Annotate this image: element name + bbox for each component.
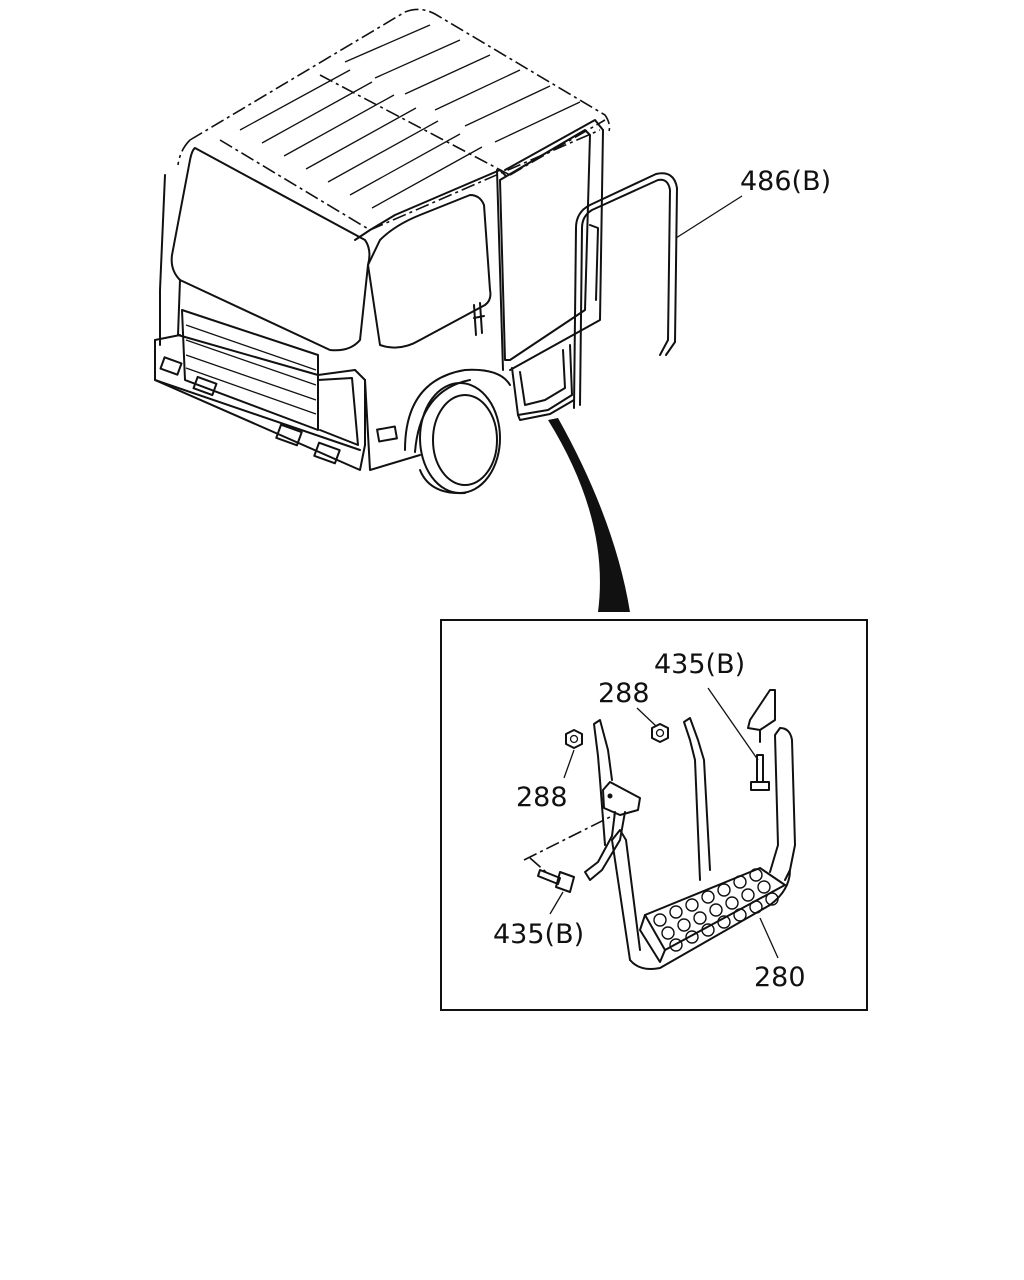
callout-288-upper: 288: [598, 678, 650, 709]
truck-cab-illustration: [154, 8, 611, 495]
detail-pointer: [548, 418, 630, 612]
detail-inset-frame: [440, 619, 868, 1011]
callout-435b-upper: 435(B): [654, 649, 745, 680]
tread-holes: [653, 868, 779, 952]
detail-leader-lines: [549, 687, 779, 959]
bolt-lower-icon: [537, 869, 575, 893]
leader-line-486: [675, 195, 743, 239]
nut-left-icon: [565, 729, 583, 749]
nut-upper-icon: [651, 723, 669, 743]
callout-486b: 486(B): [740, 166, 831, 197]
callout-435b-lower: 435(B): [493, 919, 584, 950]
step-assembly-detail: [523, 689, 796, 970]
door-weatherstrip: [573, 172, 678, 409]
callout-280: 280: [754, 962, 806, 993]
bolt-upper-icon: [750, 754, 770, 791]
callout-288-left: 288: [516, 782, 568, 813]
